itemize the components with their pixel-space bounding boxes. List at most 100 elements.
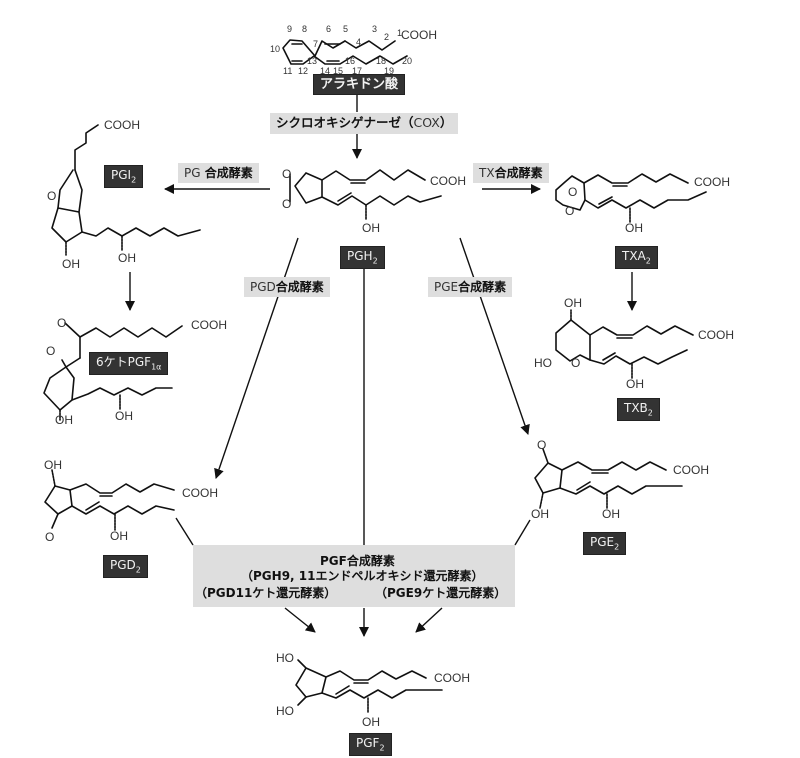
carbon-number-5: 5 xyxy=(343,24,348,34)
pgi2-label: PGI2 xyxy=(104,165,144,189)
pgi2-o: O xyxy=(47,189,56,203)
txb2-label-main: TXB xyxy=(624,401,648,415)
pgf-synthase-line3-right: （PGE9ケト還元酵素） xyxy=(375,586,507,600)
txb2-structure xyxy=(555,309,694,379)
carbon-number-2: 2 xyxy=(384,32,389,42)
tx-synthase-label: TX合成酵素 xyxy=(473,163,549,183)
txa2-label: TXA2 xyxy=(615,246,658,270)
tx-synthase-jp: 合成酵素 xyxy=(494,166,543,180)
pgf2-ho1: HO xyxy=(276,651,294,665)
pgi2-cooh: COOH xyxy=(104,118,140,132)
pgf-left-arrow xyxy=(284,607,316,633)
pgd-to-pgf-line xyxy=(175,517,194,546)
carbon-number-15: 15 xyxy=(333,66,343,76)
pge-synthase-latin: PGE xyxy=(434,280,459,294)
pgd2-label-sub: 2 xyxy=(135,565,141,575)
keto-pgf1a-label-sub: 1α xyxy=(151,362,162,372)
txa2-label-sub: 2 xyxy=(645,256,651,266)
pge2-label-sub: 2 xyxy=(614,542,620,552)
carbon-number-11: 11 xyxy=(283,66,292,76)
keto-cooh: COOH xyxy=(191,318,227,332)
pgd2-label-main: PGD xyxy=(110,558,136,572)
pge-synthase-jp: 合成酵素 xyxy=(458,280,507,294)
keto-oh1: OH xyxy=(55,413,73,427)
txb2-ho: HO xyxy=(534,356,552,370)
pge-synthase-label: PGE合成酵素 xyxy=(428,277,513,297)
pge2-structure xyxy=(534,448,683,509)
pgi2-label-sub: 2 xyxy=(131,175,137,185)
pgh2-o1: O xyxy=(282,167,291,181)
pgh2-cooh: COOH xyxy=(430,174,466,188)
pgf-synthase-line2: （PGH9, 11エンドペルオキシド還元酵素） xyxy=(241,569,484,583)
pge2-o: O xyxy=(537,438,546,452)
pgf2-ho2: HO xyxy=(276,704,294,718)
pgd2-o: O xyxy=(45,530,54,544)
pgd-synthase-arrow xyxy=(214,237,299,479)
pgd-synthase-latin: PGD xyxy=(250,280,276,294)
pgi2-oh2: OH xyxy=(118,251,136,265)
pgh2-oh: OH xyxy=(362,221,380,235)
keto-o2: O xyxy=(46,344,55,358)
carbon-number-3: 3 xyxy=(372,24,377,34)
keto-o1: O xyxy=(57,316,66,330)
pgi-synthase-label: PG 合成酵素 xyxy=(178,163,259,183)
pge2-oh1: OH xyxy=(531,507,549,521)
arachidonic-acid-label: アラキドン酸 xyxy=(313,74,406,95)
keto-oh2: OH xyxy=(115,409,133,423)
txb2-label: TXB2 xyxy=(617,398,660,422)
pgh2-label: PGH2 xyxy=(340,246,385,270)
cox-latin: COX xyxy=(413,115,440,130)
aa-cooh: COOH xyxy=(401,28,437,42)
keto-pgf1a-label-main: 6ケトPGF xyxy=(96,355,152,369)
pgd-synthase-label: PGD合成酵素 xyxy=(244,277,330,297)
pgf2-cooh: COOH xyxy=(434,671,470,685)
pge-synthase-arrow xyxy=(459,237,530,435)
carbon-number-19: 19 xyxy=(384,66,394,76)
carbon-number-16: 16 xyxy=(345,56,355,66)
pgf2-label: PGF2 xyxy=(349,733,392,757)
carbon-number-13: 13 xyxy=(307,56,317,66)
carbon-number-7: 7 xyxy=(313,39,318,49)
pgd2-cooh: COOH xyxy=(182,486,218,500)
carbon-number-4: 4 xyxy=(356,37,361,47)
pgi2-label-main: PGI xyxy=(111,168,132,182)
txb2-cooh: COOH xyxy=(698,328,734,342)
carbon-number-8: 8 xyxy=(302,24,307,34)
pgf2-label-main: PGF xyxy=(356,736,380,750)
carbon-number-14: 14 xyxy=(320,66,330,76)
cox-enzyme-label: シクロオキシゲナーゼ（COX） xyxy=(270,113,459,134)
pge2-cooh: COOH xyxy=(673,463,709,477)
pgf-right-arrow xyxy=(415,607,443,633)
carbon-number-1: 1 xyxy=(397,28,402,38)
pgh2-o2: O xyxy=(282,197,291,211)
pgd2-oh2: OH xyxy=(110,529,128,543)
pge2-oh2: OH xyxy=(602,507,620,521)
txb2-oh1: OH xyxy=(564,296,582,310)
txb2-oh2: OH xyxy=(626,377,644,391)
cox-suffix: ） xyxy=(439,115,453,130)
keto-pgf1a-structure xyxy=(43,322,183,421)
pge2-label-main: PGE xyxy=(590,535,615,549)
pgd-synthase-jp: 合成酵素 xyxy=(275,280,324,294)
pgh2-label-sub: 2 xyxy=(372,256,378,266)
pge-to-pgf-line xyxy=(514,519,531,546)
pgd2-structure xyxy=(44,469,175,531)
pgf2-oh: OH xyxy=(362,715,380,729)
pgf2-structure xyxy=(295,659,443,713)
pgh2-structure xyxy=(289,169,442,221)
tx-synthase-latin: TX xyxy=(479,166,495,180)
cox-prefix: シクロオキシゲナーゼ（ xyxy=(276,115,414,130)
pgd2-oh1: OH xyxy=(44,458,62,472)
pgi2-oh1: OH xyxy=(62,257,80,271)
pgd2-label: PGD2 xyxy=(103,555,148,579)
carbon-number-20: 20 xyxy=(402,56,412,66)
txa2-o2: O xyxy=(565,204,574,218)
carbon-number-9: 9 xyxy=(287,24,292,34)
pge2-label: PGE2 xyxy=(583,532,627,556)
pgf-synthase-line3-left: （PGD11ケト還元酵素） xyxy=(195,586,337,600)
pgi-synthase-latin: PG xyxy=(184,166,201,180)
txa2-label-main: TXA xyxy=(622,249,646,263)
txb2-o: O xyxy=(571,356,580,370)
